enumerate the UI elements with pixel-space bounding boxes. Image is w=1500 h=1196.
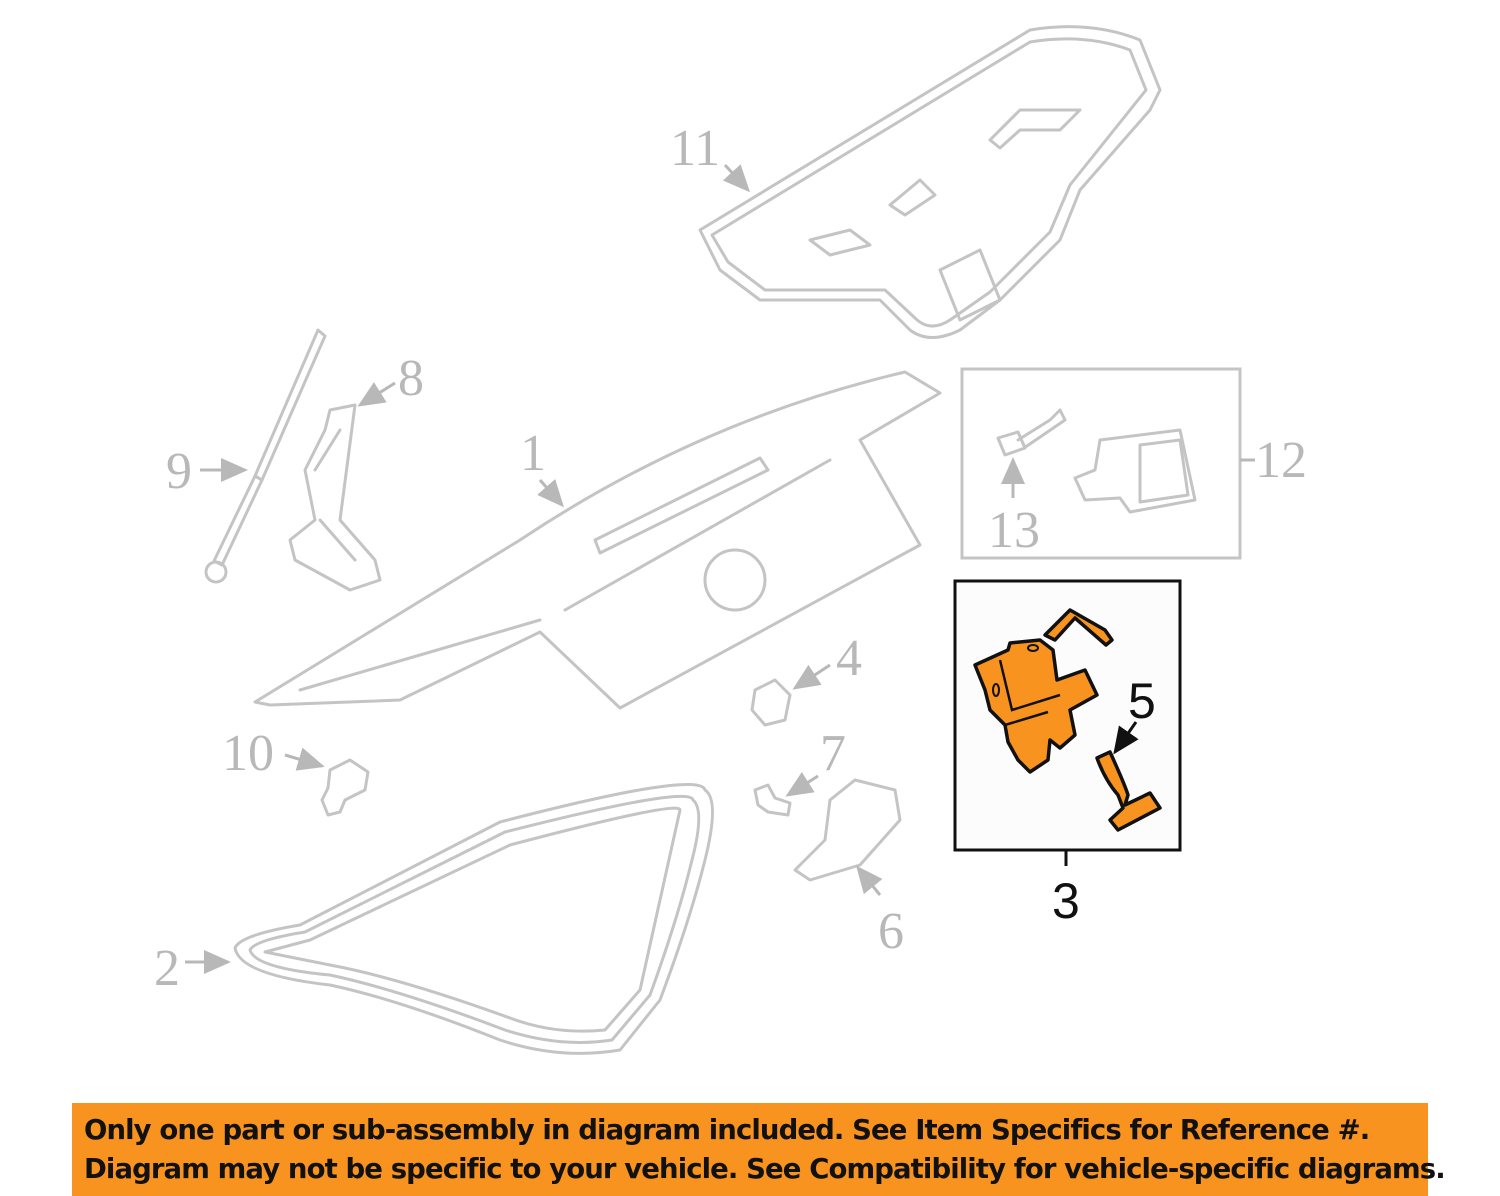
part-12-license-lamp	[1073, 428, 1197, 514]
part-11-trunk-lid-liner	[698, 25, 1162, 339]
callout-13: 13	[988, 502, 1040, 559]
callout-10: 10	[222, 725, 274, 782]
part-10-bumper	[320, 758, 370, 817]
part-4-nut	[750, 678, 792, 727]
callout-5: 5	[1128, 673, 1156, 729]
callout-7: 7	[820, 725, 846, 782]
callout-8: 8	[398, 350, 424, 407]
part-3-latch-assembly-highlighted	[973, 608, 1114, 774]
callout-2: 2	[154, 940, 180, 997]
callout-9: 9	[166, 443, 192, 500]
disclaimer-line-1: Only one part or sub-assembly in diagram…	[84, 1114, 1370, 1146]
part-9-lift-support-strut	[204, 328, 327, 584]
part-13-bulb	[996, 408, 1067, 457]
part-8-hinge	[288, 403, 382, 592]
callout-11: 11	[670, 120, 720, 177]
disclaimer-banner: Only one part or sub-assembly in diagram…	[72, 1103, 1446, 1196]
part-5-key-cylinder-highlighted	[1095, 750, 1162, 832]
part-6-striker	[793, 778, 902, 882]
disclaimer-line-2: Diagram may not be specific to your vehi…	[84, 1153, 1446, 1185]
part-1-trunk-lid	[253, 370, 942, 710]
callout-4: 4	[836, 630, 862, 687]
part-7-bolt	[753, 783, 792, 817]
part-2-weatherstrip	[233, 782, 714, 1055]
callout-1: 1	[520, 425, 546, 482]
callout-3: 3	[1052, 873, 1080, 929]
part-12-group-box	[960, 367, 1242, 560]
callout-6: 6	[878, 903, 904, 960]
callout-12: 12	[1255, 432, 1307, 489]
